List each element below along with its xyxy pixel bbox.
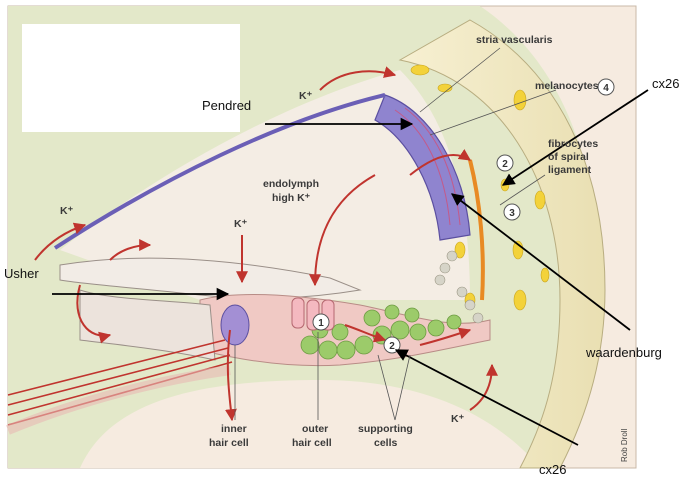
marker-4: 4 [603,83,609,94]
label-endolymph-2: high K⁺ [272,192,310,205]
label-melanocytes: melanocytes [535,80,599,93]
annotation-cx26-bottom: cx26 [539,462,566,477]
label-endolymph-1: endolymph [263,178,319,191]
blank-label-box [22,24,240,132]
annotation-usher: Usher [4,266,39,281]
label-k-middle: K⁺ [234,218,247,231]
label-fibrocytes-2: of spiral [548,151,589,164]
marker-3: 3 [509,208,515,219]
label-stria-vascularis: stria vascularis [476,34,552,47]
annotation-pendred: Pendred [202,98,251,113]
label-inner-hair-cell-2: hair cell [209,437,249,450]
label-inner-hair-cell-1: inner [221,423,247,436]
marker-2: 2 [502,159,508,170]
marker-1: 1 [318,318,324,329]
label-outer-hair-cell-2: hair cell [292,437,332,450]
inner-hair-cell [221,305,249,345]
marker-2-bottom: 2 [389,341,395,352]
annotation-waardenburg: waardenburg [586,345,662,360]
label-fibrocytes-1: fibrocytes [548,138,598,151]
label-supporting-cells-1: supporting [358,423,413,436]
label-outer-hair-cell-1: outer [302,423,328,436]
annotation-cx26-top: cx26 [652,76,679,91]
label-supporting-cells-2: cells [374,437,397,450]
label-k-bottom: K⁺ [451,413,464,426]
label-k-top: K⁺ [299,90,312,103]
label-k-left: K⁺ [60,205,73,218]
label-fibrocytes-3: ligament [548,164,591,177]
label-credit: Rob Droll [620,429,629,462]
